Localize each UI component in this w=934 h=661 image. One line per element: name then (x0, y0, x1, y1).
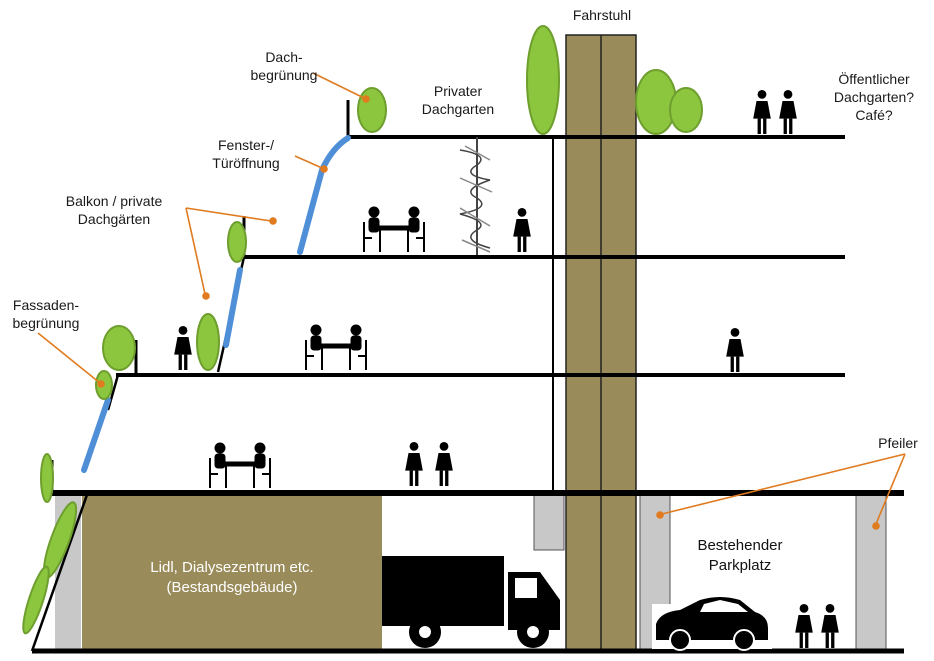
car-icon (652, 597, 772, 651)
person-icon (513, 208, 531, 252)
walking-person-icon (405, 442, 423, 486)
people-groups (174, 90, 839, 648)
label-pfeiler: Pfeiler (878, 435, 918, 451)
spiral-staircase (459, 137, 493, 255)
label-fenster: Fenster-/ Türöffnung (212, 137, 280, 171)
dining-groups (209, 206, 425, 488)
walking-person-icon (821, 604, 839, 648)
parking-pillar-1 (533, 494, 565, 551)
label-bestandsgebaeude: Lidl, Dialysezentrum etc. (Bestandsgebäu… (150, 559, 314, 596)
annotation-leaders (37, 72, 906, 530)
label-balkon: Balkon / private Dachgärten (65, 193, 163, 227)
label-fassaden: Fassaden- begrünung (12, 297, 80, 331)
facade-outline (30, 491, 90, 652)
label-privater-dachgarten: Privater Dachgarten (421, 83, 495, 117)
walking-person-icon (779, 90, 797, 134)
label-oeffentlicher-dachgarten: Öffentlicher Dachgarten? Café? (833, 71, 915, 123)
window-opening-1 (81, 397, 111, 473)
existing-building (82, 495, 382, 650)
window-opening-3 (297, 135, 351, 255)
label-fahrstuhl: Fahrstuhl (572, 7, 632, 23)
label-dachbegruenung: Dach- begrünung (250, 49, 318, 83)
walking-person-icon (753, 90, 771, 134)
dining-table-icon (305, 324, 367, 370)
parking-pillar-3 (855, 494, 887, 651)
walking-person-icon (795, 604, 813, 648)
person-icon (174, 326, 192, 370)
facade-greening (22, 25, 703, 635)
dining-table-icon (363, 206, 425, 252)
window-opening-2 (223, 267, 243, 348)
person-icon (726, 328, 744, 372)
truck-icon (382, 556, 560, 648)
walking-person-icon (435, 442, 453, 486)
label-parkplatz: Bestehender Parkplatz (697, 537, 783, 574)
dining-table-icon (209, 442, 271, 488)
